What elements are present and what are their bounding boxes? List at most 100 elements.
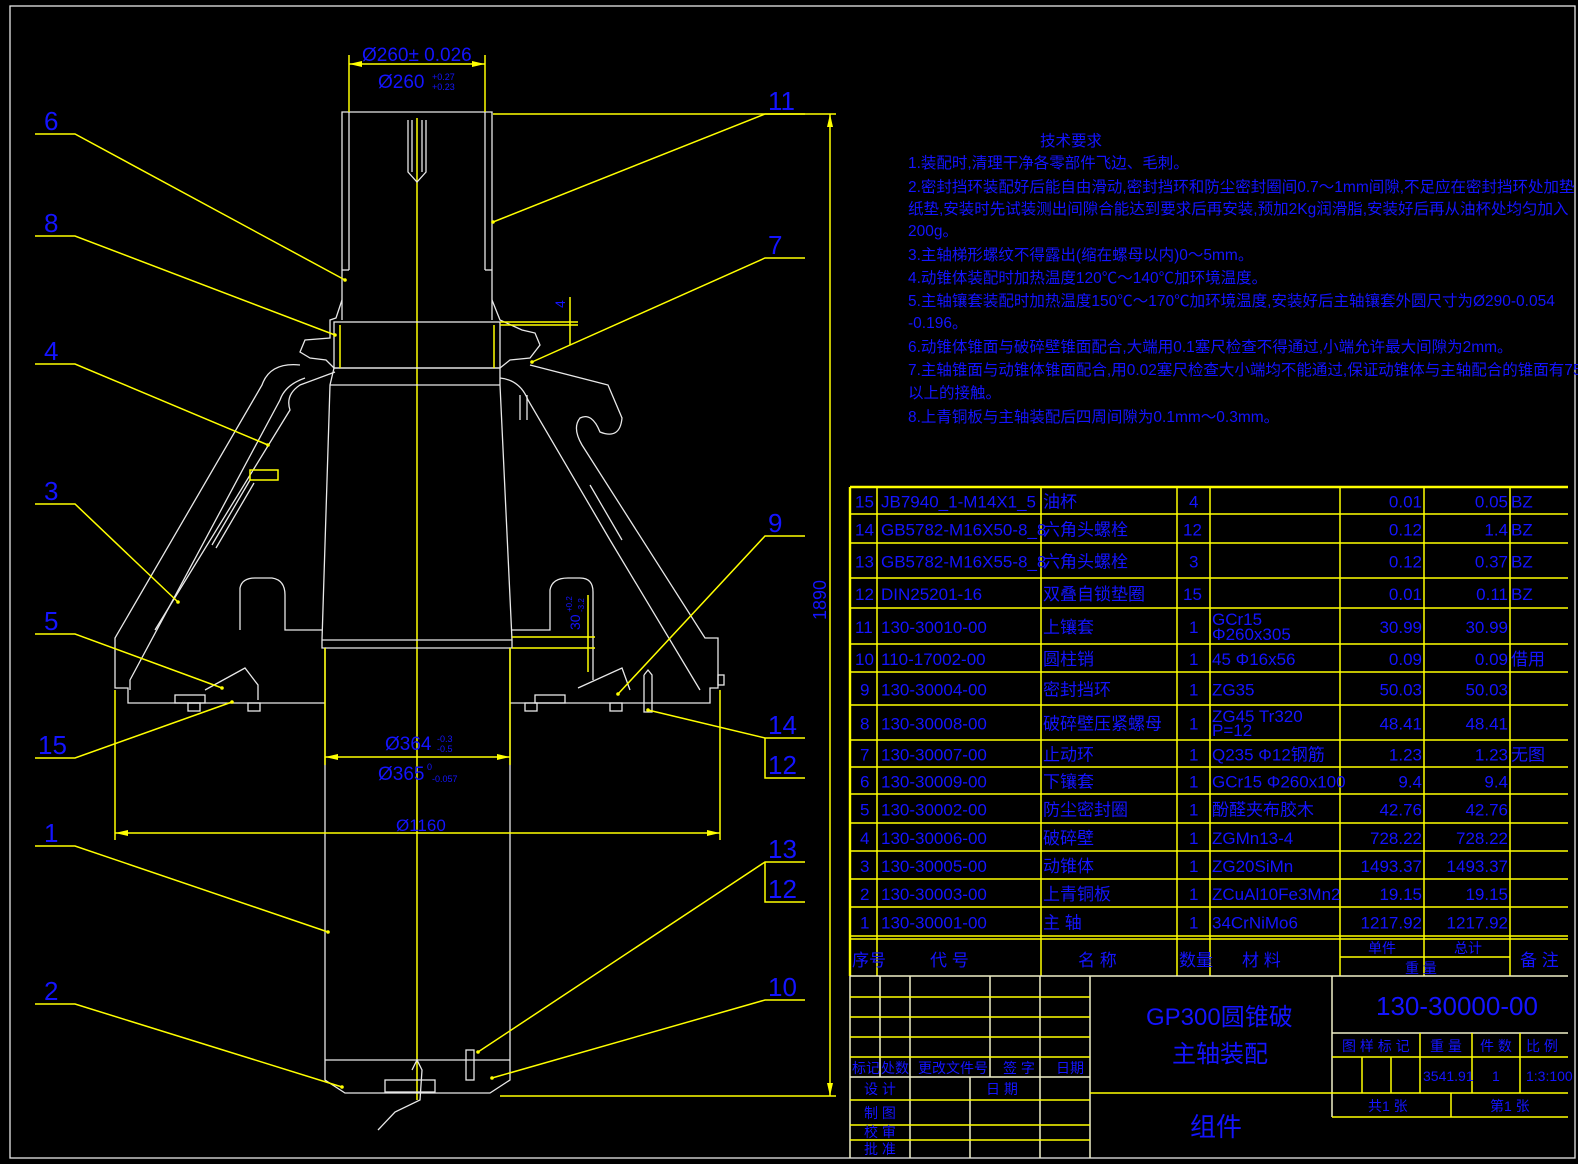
cell-no: 10 (855, 650, 874, 669)
balloon-13: 13 (768, 834, 797, 864)
cell-no: 11 (855, 618, 873, 637)
cell-material: ZG45 Tr320 (1212, 707, 1303, 726)
balloon-3: 3 (44, 476, 58, 506)
cell-material: ZG20SiMn (1212, 857, 1293, 876)
dim-outer-dia: Ø1160 (396, 816, 446, 835)
leader-dot (220, 686, 224, 690)
cell-code: 130-30002-00 (881, 801, 987, 820)
cell-name: 圆柱销 (1043, 650, 1094, 669)
cell-material: GCr15 Φ260x100 (1212, 773, 1346, 792)
leader-dot (333, 333, 337, 337)
cell-total-weight: 728.22 (1456, 829, 1508, 848)
cell-unit-weight: 42.76 (1379, 801, 1422, 820)
balloon-10: 10 (768, 972, 797, 1002)
cell-code: 130-30007-00 (881, 746, 987, 765)
signature-label: 设 计 (864, 1081, 896, 1097)
requirement-line: -0.196。 (908, 315, 967, 332)
balloon-7: 7 (768, 230, 782, 260)
cell-qty: 1 (1189, 650, 1198, 669)
cell-no: 5 (860, 801, 869, 820)
leader-line (764, 862, 805, 903)
cell-total-weight: 0.11 (1476, 585, 1508, 604)
cell-total-weight: 50.03 (1465, 681, 1508, 700)
title-block: 标记处数更改文件号签 字日期 设 计制 图校 审批 准 日 期 GP300圆锥破… (849, 975, 1573, 1158)
cell-name: 破碎壁压紧螺母 (1043, 715, 1162, 734)
cell-unit-weight: 1493.37 (1361, 857, 1422, 876)
leader-line (35, 845, 329, 933)
cell-code: GB5782-M16X55-8_8 (881, 553, 1046, 572)
cell-total-weight: 30.99 (1465, 618, 1508, 637)
cell-code: 130-30004-00 (881, 681, 987, 700)
total-weight: 3541.91 (1423, 1068, 1474, 1084)
category-label: 组件 (1190, 1112, 1242, 1142)
cell-qty: 1 (1189, 885, 1198, 904)
cell-no: 4 (860, 829, 869, 848)
cell-unit-weight: 19.15 (1379, 885, 1422, 904)
dim-shaft-a: Ø364 (385, 734, 432, 755)
technical-requirements: 技术要求 1.装配时,清理干净各零部件飞边、毛刺。2.密封挡环装配好后能自由滑动… (908, 132, 1578, 426)
requirement-line: 纸垫,安装时先试装测出间隙合能达到要求后再安装,预加2Kg润滑脂,安装好后再从油… (908, 200, 1569, 218)
cell-qty: 1 (1189, 773, 1198, 792)
leader-line (492, 113, 805, 223)
balloon-11: 11 (768, 86, 795, 116)
header-weight: 重 量 (1405, 960, 1437, 976)
requirement-line: 6.动锥体锥面与破碎壁锥面配合,大端用0.1塞尺检查不得通过,小端允许最大间隙为… (908, 338, 1513, 356)
cell-total-weight: 42.76 (1465, 801, 1508, 820)
header-code: 代 号 (930, 951, 969, 970)
leader-dot (176, 600, 180, 604)
cell-no: 9 (860, 681, 869, 700)
cell-unit-weight: 0.12 (1389, 521, 1422, 540)
leader-line (35, 701, 233, 759)
cell-material: ZCuAl10Fe3Mn2 (1212, 885, 1341, 904)
header-material: 材 料 (1242, 951, 1281, 970)
dim-top-outer: Ø260± 0.026 (362, 45, 472, 66)
cell-qty: 1 (1189, 618, 1198, 637)
cell-material-2: P=12 (1212, 721, 1252, 740)
balloon-5: 5 (44, 606, 58, 636)
sheet-number: 第1 张 (1490, 1098, 1530, 1114)
cell-unit-weight: 0.12 (1389, 553, 1422, 572)
drawing-title-line1: GP300圆锥破 (1146, 1004, 1293, 1031)
cell-remark: BZ (1511, 493, 1533, 512)
sheets-total: 共1 张 (1368, 1098, 1408, 1114)
shaft-assembly-drawing: Ø260± 0.026 Ø260 +0.27 +0.23 1890 4 30 +… (35, 45, 836, 1131)
signature-label: 批 准 (864, 1141, 896, 1157)
dim-height: 1890 (810, 580, 830, 620)
cell-unit-weight: 9.4 (1398, 773, 1422, 792)
attribute-label: 件 数 (1480, 1038, 1512, 1054)
cell-name: 上青铜板 (1043, 885, 1111, 904)
requirements-title: 技术要求 (1040, 132, 1102, 150)
revision-label: 更改文件号 (918, 1060, 988, 1076)
dim-slot: 30 (567, 614, 583, 630)
cell-no: 14 (855, 521, 874, 540)
leader-line (491, 999, 805, 1079)
table-header: 序号代 号名 称数量材 料单件总计重 量备 注 (852, 940, 1559, 976)
balloon-14: 14 (768, 710, 797, 740)
upper-sleeve (341, 111, 493, 320)
moving-cone (114, 364, 725, 713)
cell-code: 130-30003-00 (881, 885, 987, 904)
cell-name: 六角头螺栓 (1043, 553, 1128, 572)
signature-label: 制 图 (864, 1105, 896, 1121)
cell-name: 防尘密封圈 (1043, 801, 1128, 820)
cell-qty: 1 (1189, 829, 1198, 848)
cell-material: 45 Φ16x56 (1212, 650, 1296, 669)
cell-unit-weight: 0.01 (1389, 585, 1422, 604)
cell-code: 130-30005-00 (881, 857, 987, 876)
dimension-texts: Ø260± 0.026 Ø260 +0.27 +0.23 1890 4 30 +… (362, 45, 830, 835)
leader-line (35, 503, 179, 603)
dim-top-inner-tol-lower: +0.23 (432, 82, 455, 92)
cell-code: 110-17002-00 (881, 650, 986, 669)
cell-total-weight: 0.05 (1475, 493, 1508, 512)
piece-count: 1 (1492, 1068, 1500, 1084)
requirement-line: 5.主轴镶套装配时加热温度150℃～170℃加环境温度,安装好后主轴镶套外圆尺寸… (908, 291, 1555, 310)
cell-unit-weight: 0.01 (1389, 493, 1422, 512)
cell-remark: BZ (1511, 553, 1533, 572)
leader-dot (491, 220, 495, 224)
cell-name: 双叠自锁垫圈 (1043, 585, 1145, 604)
